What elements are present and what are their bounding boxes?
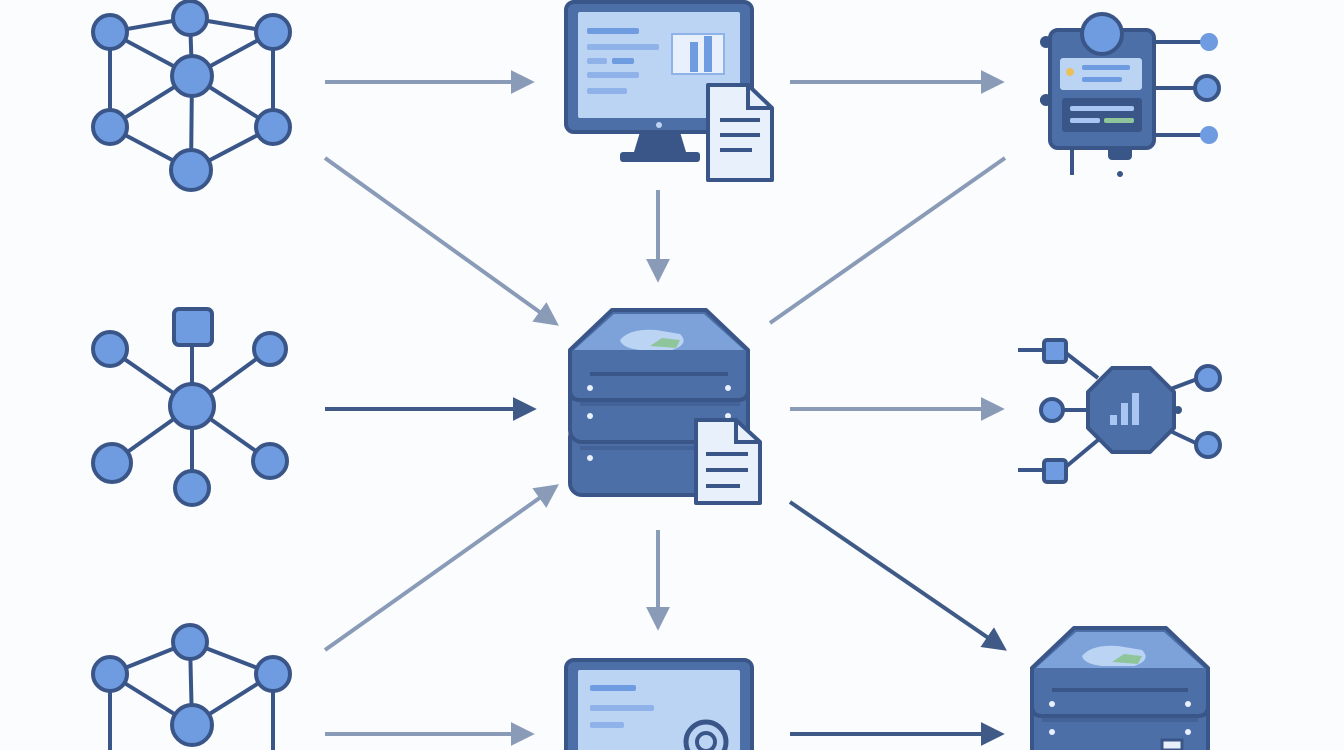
connected-device-icon bbox=[1040, 12, 1221, 177]
network-cube-icon bbox=[91, 0, 292, 192]
monitor-document-icon bbox=[564, 0, 774, 182]
arrow-server-to-server-bottom-right bbox=[788, 500, 1007, 651]
server-stack-icon bbox=[1030, 626, 1210, 750]
document-icon bbox=[706, 83, 774, 182]
arrow-network-top-to-server bbox=[323, 156, 559, 326]
server-stack-document-icon bbox=[568, 308, 762, 505]
gear-icon bbox=[683, 719, 729, 750]
chip-chart-icon bbox=[1018, 338, 1222, 484]
monitor-settings-icon bbox=[564, 658, 754, 750]
connector-arrows bbox=[323, 70, 1007, 746]
network-cube-icon bbox=[91, 623, 292, 750]
arrow-network-bottom-to-server bbox=[323, 484, 559, 652]
arrow-device-to-server bbox=[768, 156, 1007, 325]
document-icon bbox=[694, 418, 762, 505]
network-star-icon bbox=[91, 307, 289, 507]
